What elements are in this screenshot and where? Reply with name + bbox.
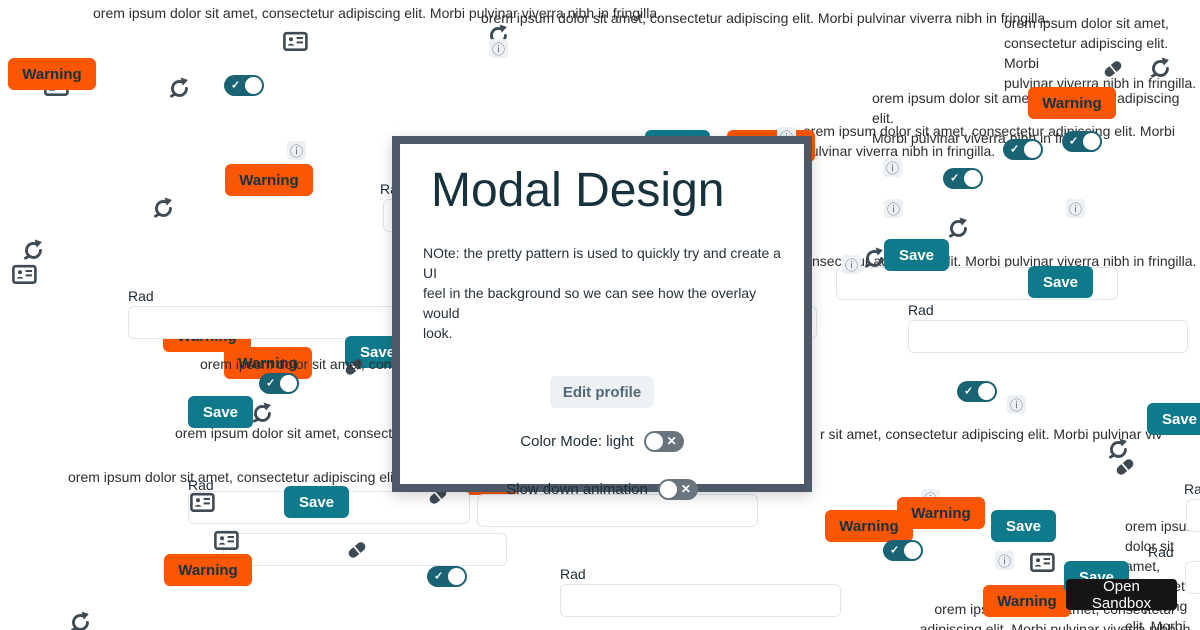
- modal-dialog: Modal Design NOte: the pretty pattern is…: [392, 136, 812, 500]
- toggle-knob: [904, 542, 921, 559]
- rad-field-label: Rad: [128, 288, 154, 304]
- rad-text-input[interactable]: [560, 584, 841, 617]
- rotate-icon: [151, 196, 174, 219]
- id-card-icon: [190, 492, 215, 513]
- rad-text-input[interactable]: [1186, 499, 1200, 532]
- toggle-knob: [964, 170, 981, 187]
- rotate-icon: [1106, 437, 1129, 460]
- rad-field-label: Rad: [560, 566, 586, 582]
- toggle-switch-on[interactable]: ✓: [943, 168, 983, 189]
- warning-button[interactable]: Warning: [225, 164, 313, 196]
- info-icon: ⓘ: [883, 158, 902, 177]
- rotate-icon: [946, 216, 969, 239]
- toggle-switch-on[interactable]: ✓: [259, 373, 299, 394]
- pill-icon: [1102, 58, 1124, 80]
- cross-icon: ✕: [666, 433, 677, 448]
- warning-button[interactable]: Warning: [164, 554, 252, 586]
- slow-animation-toggle[interactable]: ✕: [657, 478, 698, 500]
- toggle-switch-on[interactable]: ✓: [1062, 131, 1102, 152]
- rad-text-input[interactable]: [1185, 561, 1200, 594]
- check-icon: ✓: [1010, 142, 1020, 155]
- info-icon: ⓘ: [489, 39, 508, 58]
- toggle-knob: [659, 480, 677, 498]
- id-card-icon: [283, 31, 308, 52]
- edit-profile-button[interactable]: Edit profile: [550, 376, 654, 408]
- toggle-knob: [1024, 141, 1041, 158]
- toggle-knob: [1083, 133, 1100, 150]
- check-icon: ✓: [434, 569, 444, 582]
- warning-button[interactable]: Warning: [897, 497, 985, 529]
- warning-button[interactable]: Warning: [8, 58, 96, 90]
- rad-field-label: Rad: [188, 477, 214, 493]
- toggle-switch-on[interactable]: ✓: [957, 381, 997, 402]
- toggle-switch-on[interactable]: ✓: [1003, 139, 1043, 160]
- rotate-icon: [250, 401, 273, 424]
- rotate-icon: [862, 246, 885, 269]
- rotate-icon: [1148, 56, 1171, 79]
- rad-text-input[interactable]: [908, 320, 1188, 353]
- lorem-text: orem ipsum dolor sit amet, consectetur a…: [1004, 15, 1197, 91]
- cross-icon: ✕: [680, 481, 691, 496]
- color-mode-toggle[interactable]: ✕: [643, 430, 684, 452]
- info-icon: ⓘ: [842, 255, 861, 274]
- check-icon: ✓: [1069, 134, 1079, 147]
- toggle-knob: [978, 383, 995, 400]
- pill-icon: [343, 356, 365, 378]
- slow-animation-label: Slow down animation: [506, 480, 648, 498]
- rotate-icon: [21, 238, 44, 261]
- lorem-text: orem ipsum dolor sit amet, consectetur a…: [481, 10, 1050, 26]
- info-icon: ⓘ: [884, 199, 903, 218]
- toggle-switch-on[interactable]: ✓: [427, 566, 467, 587]
- check-icon: ✓: [964, 384, 974, 397]
- info-icon: ⓘ: [1066, 199, 1085, 218]
- check-icon: ✓: [231, 78, 241, 91]
- info-icon: ⓘ: [1007, 395, 1026, 414]
- rad-text-input[interactable]: [223, 533, 507, 566]
- pill-icon: [427, 485, 449, 507]
- toggle-switch-on[interactable]: ✓: [224, 75, 264, 96]
- check-icon: ✓: [950, 171, 960, 184]
- warning-button[interactable]: Warning: [983, 585, 1071, 617]
- pill-icon: [1114, 456, 1136, 478]
- toggle-knob: [280, 375, 297, 392]
- info-icon: ⓘ: [287, 141, 306, 160]
- warning-button[interactable]: Warning: [1028, 87, 1116, 119]
- toggle-switch-on[interactable]: ✓: [883, 540, 923, 561]
- check-icon: ✓: [266, 376, 276, 389]
- rotate-icon: [68, 610, 91, 630]
- toggle-knob: [245, 77, 262, 94]
- rad-text-input[interactable]: [477, 494, 758, 527]
- toggle-knob: [645, 432, 663, 450]
- open-sandbox-button[interactable]: Open Sandbox: [1066, 578, 1177, 612]
- rad-field-label: Rad: [908, 302, 934, 318]
- modal-body-text: NOte: the pretty pattern is used to quic…: [423, 245, 781, 341]
- rad-field-label: Rad: [1184, 481, 1200, 497]
- slow-animation-row: Slow down animation ✕: [400, 474, 804, 504]
- pill-icon: [346, 539, 368, 561]
- save-button[interactable]: Save: [884, 239, 949, 271]
- rad-field-label: Rad: [1148, 544, 1174, 560]
- save-button[interactable]: Save: [991, 510, 1056, 542]
- save-button[interactable]: Save: [1028, 266, 1093, 298]
- color-mode-label: Color Mode: light: [520, 432, 634, 450]
- id-card-icon: [1030, 552, 1055, 573]
- save-button[interactable]: Save: [284, 486, 349, 518]
- id-card-icon: [12, 264, 37, 285]
- id-card-icon: [214, 530, 239, 551]
- lorem-text: orem ipsum dolor sit amet, consectetur a…: [803, 123, 1175, 159]
- modal-title: Modal Design: [431, 164, 725, 217]
- save-button[interactable]: Save: [188, 396, 253, 428]
- info-icon: ⓘ: [995, 551, 1014, 570]
- save-button[interactable]: Save: [1147, 403, 1200, 435]
- color-mode-row: Color Mode: light ✕: [400, 426, 804, 456]
- check-icon: ✓: [890, 543, 900, 556]
- rotate-icon: [167, 76, 190, 99]
- toggle-knob: [448, 568, 465, 585]
- lorem-text: r sit amet, consectetur adipiscing elit.…: [820, 426, 1163, 442]
- lorem-text: orem ipsum dolor sit amet, consectetur a…: [93, 5, 662, 21]
